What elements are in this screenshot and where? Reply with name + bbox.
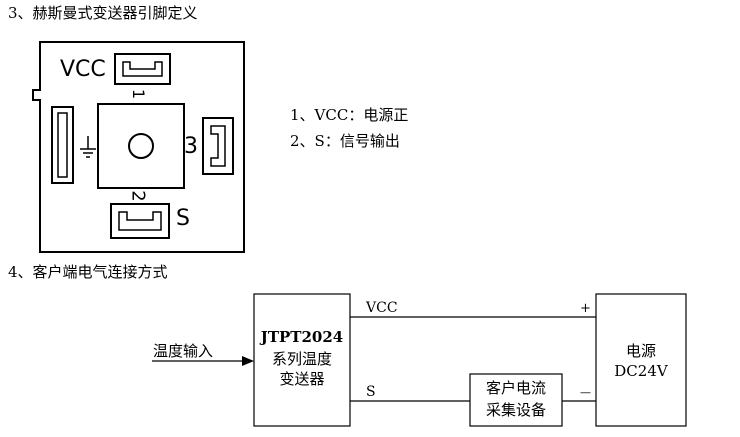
temperature-input-label: 温度输入 bbox=[153, 342, 214, 360]
pin3-slot bbox=[210, 125, 226, 167]
pin1-slot bbox=[122, 61, 163, 77]
pin1-number: 1 bbox=[129, 88, 149, 100]
pin2-number: 2 bbox=[127, 190, 149, 202]
s-wire-label: S bbox=[366, 384, 376, 400]
vcc-wire-label: VCC bbox=[366, 300, 398, 316]
transmitter-line2: 变送器 bbox=[279, 370, 325, 388]
connector-housing bbox=[32, 41, 245, 253]
power-line1: 电源 bbox=[625, 342, 656, 360]
power-supply-box bbox=[595, 293, 687, 427]
plus-sign: + bbox=[580, 301, 591, 316]
minus-sign: — bbox=[580, 386, 591, 399]
transmitter-box bbox=[253, 293, 351, 427]
acquisition-device-box bbox=[469, 373, 563, 427]
ground-slot bbox=[57, 112, 68, 178]
input-arrow-head-icon bbox=[242, 356, 254, 366]
center-body bbox=[97, 103, 185, 189]
pin1-label: VCC bbox=[60, 57, 106, 82]
power-line2: DC24V bbox=[614, 362, 668, 380]
pin3-number: 3 bbox=[184, 134, 198, 159]
pin2-label: S bbox=[176, 206, 190, 231]
ground-symbol-icon bbox=[80, 136, 96, 158]
legend-vcc: 1、VCC：电源正 bbox=[290, 106, 409, 124]
pin3-terminal bbox=[202, 117, 234, 175]
acquisition-line2: 采集设备 bbox=[485, 401, 546, 419]
acquisition-line1: 客户电流 bbox=[485, 379, 546, 397]
ground-terminal bbox=[51, 106, 74, 184]
wiring-title: 4、客户端电气连接方式 bbox=[8, 263, 168, 281]
pin1-terminal bbox=[114, 53, 171, 85]
pin2-slot bbox=[118, 211, 162, 231]
pin-definition-title: 3、赫斯曼式变送器引脚定义 bbox=[8, 4, 198, 22]
legend-signal: 2、S：信号输出 bbox=[290, 132, 400, 150]
pin2-terminal bbox=[110, 203, 170, 239]
transmitter-model: JTPT2024 bbox=[260, 328, 344, 346]
transmitter-line1: 系列温度 bbox=[271, 350, 332, 368]
center-hole bbox=[128, 133, 154, 159]
